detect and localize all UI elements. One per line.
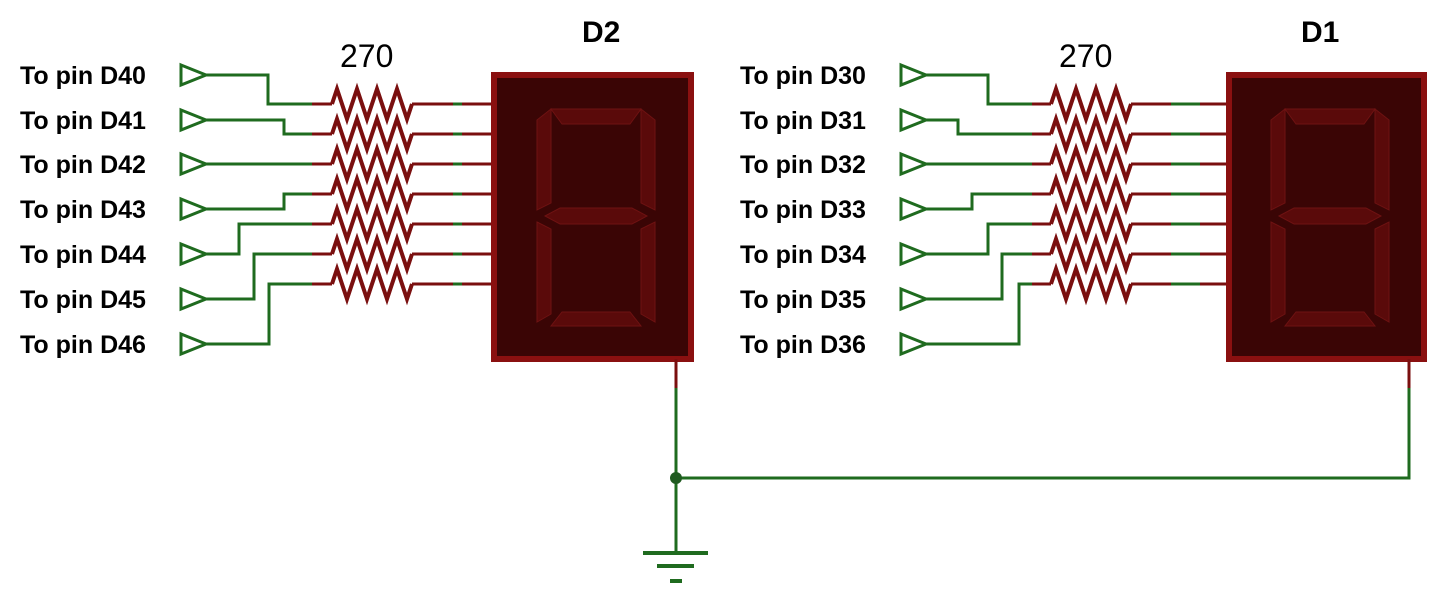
resistor-left-7 bbox=[312, 262, 453, 306]
resistor-right-7 bbox=[1032, 262, 1171, 306]
resistor-right-4 bbox=[1032, 172, 1171, 216]
wire-d41 bbox=[206, 118, 312, 136]
seven-segment-display-d1 bbox=[1226, 72, 1427, 388]
resistor-left-4 bbox=[312, 172, 453, 216]
terminal-d42-icon bbox=[179, 151, 211, 177]
terminal-d46-icon bbox=[179, 331, 211, 357]
wire-d45 bbox=[206, 252, 312, 301]
pin-label-d32: To pin D32 bbox=[740, 151, 866, 179]
resistor-array-right bbox=[1032, 82, 1171, 306]
wire-d46 bbox=[206, 282, 312, 346]
ground-icon bbox=[643, 551, 708, 583]
resistor-right-5 bbox=[1032, 202, 1171, 246]
resistor-left-2 bbox=[312, 112, 453, 156]
pin-label-d45: To pin D45 bbox=[20, 286, 146, 314]
resistor-right-6 bbox=[1032, 232, 1171, 276]
pin-label-d42: To pin D42 bbox=[20, 151, 146, 179]
terminal-d35-icon bbox=[899, 286, 931, 312]
connectors-right bbox=[1171, 102, 1200, 286]
wire-d35 bbox=[926, 252, 1032, 301]
pin-label-d46: To pin D46 bbox=[20, 331, 146, 359]
resistor-left-5 bbox=[312, 202, 453, 246]
terminal-d45-icon bbox=[179, 286, 211, 312]
common-ground-net bbox=[643, 388, 1411, 583]
terminal-d43-icon bbox=[179, 196, 211, 222]
terminal-d33-icon bbox=[899, 196, 931, 222]
terminal-d34-icon bbox=[899, 241, 931, 267]
seven-segment-display-d2 bbox=[491, 72, 694, 388]
connectors-left bbox=[453, 102, 462, 286]
resistor-left-6 bbox=[312, 232, 453, 276]
wire-d34 bbox=[926, 222, 1032, 256]
terminal-d36-icon bbox=[899, 331, 931, 357]
resistor-value-left: 270 bbox=[340, 38, 393, 74]
junction-dot bbox=[670, 472, 682, 484]
pin-label-d36: To pin D36 bbox=[740, 331, 866, 359]
wire-d31 bbox=[926, 118, 1032, 136]
terminal-d44-icon bbox=[179, 241, 211, 267]
resistor-left-1 bbox=[312, 82, 453, 126]
wire-d36 bbox=[926, 282, 1032, 346]
left-group: To pin D40 To pin D41 To pin D42 To pin … bbox=[20, 16, 694, 388]
resistor-value-right: 270 bbox=[1059, 38, 1112, 74]
pin-label-d34: To pin D34 bbox=[740, 241, 866, 269]
resistor-right-2 bbox=[1032, 112, 1171, 156]
wire-d30 bbox=[926, 73, 1032, 106]
pin-label-d30: To pin D30 bbox=[740, 62, 866, 90]
resistor-array-left bbox=[312, 82, 453, 306]
pin-label-d44: To pin D44 bbox=[20, 241, 146, 269]
display-label-d1: D1 bbox=[1301, 16, 1339, 49]
wire-d43 bbox=[206, 192, 312, 211]
terminal-d32-icon bbox=[899, 151, 931, 177]
resistor-left-3 bbox=[312, 142, 453, 186]
display-label-d2: D2 bbox=[582, 16, 620, 49]
pin-label-d31: To pin D31 bbox=[740, 107, 866, 135]
terminal-d30-icon bbox=[899, 62, 931, 88]
pin-label-d35: To pin D35 bbox=[740, 286, 866, 314]
pin-label-d41: To pin D41 bbox=[20, 107, 146, 135]
terminal-d40-icon bbox=[179, 62, 211, 88]
pin-label-d43: To pin D43 bbox=[20, 196, 146, 224]
resistor-right-3 bbox=[1032, 142, 1171, 186]
display-pins-left bbox=[462, 102, 494, 286]
pin-label-d40: To pin D40 bbox=[20, 62, 146, 90]
wire-d33 bbox=[926, 192, 1032, 211]
resistor-right-1 bbox=[1032, 82, 1171, 126]
right-group: To pin D30 To pin D31 To pin D32 To pin … bbox=[740, 16, 1427, 388]
wire-common-d1 bbox=[676, 388, 1411, 480]
display-pins-right bbox=[1200, 102, 1229, 286]
terminal-d41-icon bbox=[179, 107, 211, 133]
pin-label-d33: To pin D33 bbox=[740, 196, 866, 224]
wire-d44 bbox=[206, 222, 312, 256]
terminal-d31-icon bbox=[899, 107, 931, 133]
wire-d40 bbox=[206, 73, 312, 106]
